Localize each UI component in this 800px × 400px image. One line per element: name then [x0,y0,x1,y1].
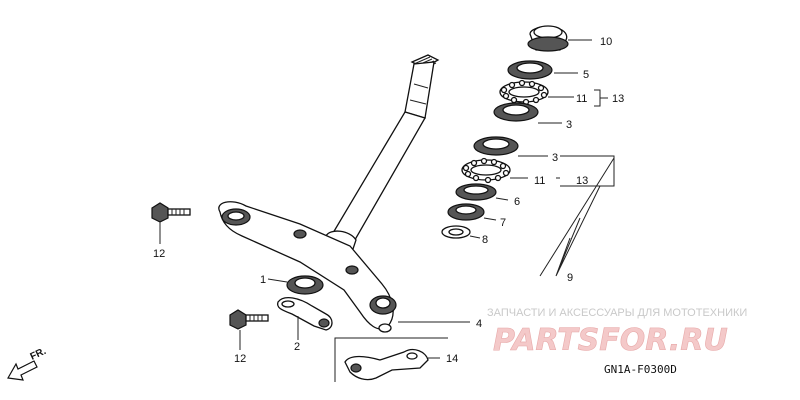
callout-11-upper: 11 [576,93,587,105]
steering-stem [321,54,440,261]
watermark: ЗАПЧАСТИ И АКСЕССУАРЫ ДЛЯ МОТОТЕХНИКИ PA… [487,307,747,358]
callout-10: 10 [600,36,612,48]
callout-12-upper: 12 [153,248,165,260]
washer-8 [441,225,481,239]
bracket-line-13-upper [594,89,608,107]
bolt-12-upper [151,202,191,244]
callout-8: 8 [482,234,488,246]
callout-3-lower: 3 [552,152,558,164]
ball-bearing-upper-11 [499,79,574,106]
figure-code: GN1A-F0300D [604,363,677,376]
callout-9: 9 [567,272,573,284]
seal-1 [267,275,324,295]
cone-race-5 [507,60,578,80]
callout-7: 7 [500,217,506,229]
bottom-bridge [218,201,397,333]
dust-seal-7 [447,203,497,221]
leader-lines-9 [539,157,615,277]
front-arrow-icon [7,360,38,381]
callout-11-lower: 11 [534,175,545,187]
front-direction-indicator: FR. [7,346,48,381]
callout-14: 14 [446,353,458,365]
front-direction-label: FR. [29,346,48,363]
callout-4: 4 [476,318,482,330]
callout-13-upper: 13 [612,93,624,105]
callout-13-lower: 13 [576,175,588,187]
top-cone-nut-10 [527,25,592,52]
outer-race-upper-3 [493,102,562,124]
cone-race-lower-6 [455,183,509,201]
ball-bearing-lower-11 [461,157,528,184]
watermark-tagline: ЗАПЧАСТИ И АКСЕССУАРЫ ДЛЯ МОТОТЕХНИКИ [487,307,747,319]
bolt-12-lower [229,309,269,350]
bracket-2 [276,296,333,340]
callout-2: 2 [294,341,300,353]
outer-race-lower-3 [473,136,548,157]
callouts: 10 5 11 13 3 3 11 13 6 7 8 9 4 1 2 14 12… [153,36,624,365]
callout-12-lower: 12 [234,353,246,365]
callout-3-upper: 3 [566,119,572,131]
callout-6: 6 [514,196,520,208]
watermark-brand: PARTSFOR.RU [493,323,728,358]
bracket-14 [334,337,448,382]
callout-5: 5 [583,69,589,81]
callout-1: 1 [260,274,266,286]
